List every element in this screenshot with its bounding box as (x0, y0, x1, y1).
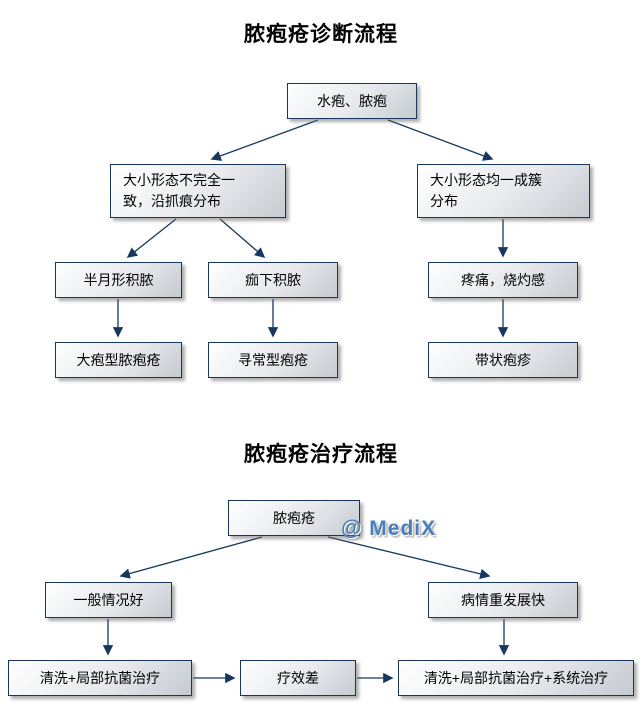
diagnosis-flow-title: 脓疱疮诊断流程 (244, 23, 398, 46)
node-pain-burning: 疼痛，烧灼感 (428, 262, 578, 298)
node-systemic-therapy: 清洗+局部抗菌治疗+系统治疗 (398, 660, 634, 696)
node-half-moon-pus: 半月形积脓 (55, 262, 182, 298)
node-blister-pustule: 水疱、脓疱 (287, 83, 417, 119)
node-bullous-impetigo: 大疱型脓疱疮 (55, 342, 182, 378)
node-herpes-zoster: 带状疱疹 (428, 342, 578, 378)
node-good-condition: 一般情况好 (45, 582, 172, 618)
node-uniform-cluster: 大小形态均一成簇 分布 (417, 164, 590, 218)
node-local-therapy: 清洗+局部抗菌治疗 (8, 660, 192, 696)
arrow-impetigo-to-severe (327, 536, 491, 579)
node-severe-fast: 病情重发展快 (428, 582, 578, 618)
node-impetigo: 脓疱疮 (228, 500, 360, 536)
arrow-irregular-to-halfmoon (126, 218, 177, 258)
node-irregular-distribution: 大小形态不完全一 致，沿抓痕分布 (110, 164, 286, 218)
node-common-impetigo: 寻常型疱疮 (208, 342, 338, 378)
arrow-root-to-irregular (210, 119, 319, 161)
medix-watermark: @ MediX (341, 517, 437, 540)
node-crust-pus: 痂下积脓 (208, 262, 338, 298)
arrow-irregular-to-crust (219, 218, 266, 259)
arrow-root-to-uniform (387, 119, 494, 161)
arrow-impetigo-to-good (119, 536, 263, 579)
treatment-flow-title: 脓疱疮治疗流程 (244, 443, 398, 466)
node-poor-response: 疗效差 (240, 660, 356, 696)
